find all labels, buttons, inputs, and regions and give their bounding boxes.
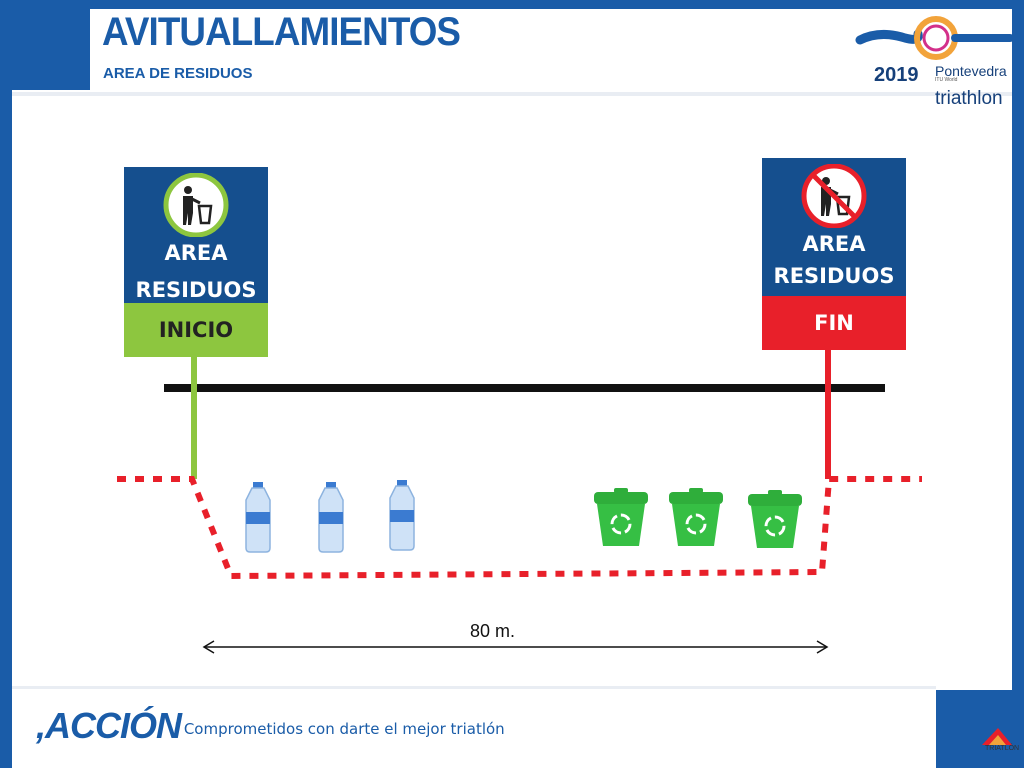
footer-separator [12,686,936,689]
mini-logo-text: TRIATLÓN [985,745,1020,752]
brand-logo: ,ACCIÓN [36,705,182,746]
event-logo-city: Pontevedra [935,63,1007,79]
recycle-bin-icon [594,488,648,546]
distance-label: 80 m. [470,621,516,641]
event-logo-year: 2019 [874,64,919,86]
water-bottle [389,480,415,551]
frame-top [0,0,1024,9]
no-littering-icon [801,164,867,228]
footer-panel [12,690,936,768]
page-title: AVITUALLAMIENTOS [102,10,461,54]
end-sign: AREA RESIDUOS FIN [762,158,906,350]
recycle-bin-icon [748,490,802,548]
start-sign: AREA RESIDUOS INICIO [124,167,268,357]
event-logo-mark [855,16,1014,60]
end-sign-post [825,350,831,479]
course-line [164,384,885,392]
start-sign-line2: RESIDUOS [135,278,257,302]
frame-right [1012,0,1024,768]
end-sign-line2: RESIDUOS [773,264,895,288]
event-logo-sub: ITU World [935,77,958,83]
start-sign-panel: AREA RESIDUOS [124,167,268,303]
frame-top-corner [0,0,82,90]
start-sign-line1: AREA [164,241,228,265]
mini-logo-mark-inner [989,735,1006,745]
header-separator [12,92,1012,96]
event-logo-sport: triathlon [935,88,1003,109]
water-bottle [318,482,344,553]
page-subtitle: AREA DE RESIDUOS [103,65,253,82]
water-bottle [245,482,271,553]
end-sign-panel: AREA RESIDUOS [762,158,906,296]
start-sign-band: INICIO [124,303,268,357]
frame-left [0,0,90,768]
distance-arrow [202,640,829,654]
frame-bottom-right [936,690,1024,768]
recycle-bin-icon [669,488,723,546]
end-sign-line1: AREA [802,232,866,256]
end-sign-band: FIN [762,296,906,350]
start-sign-post [191,357,197,479]
header-panel [90,9,1012,93]
footer-tagline: | Comprometidos con darte el mejor triat… [174,720,505,738]
waste-zone-boundary [117,476,922,580]
person-trash-allowed-icon [163,173,229,237]
